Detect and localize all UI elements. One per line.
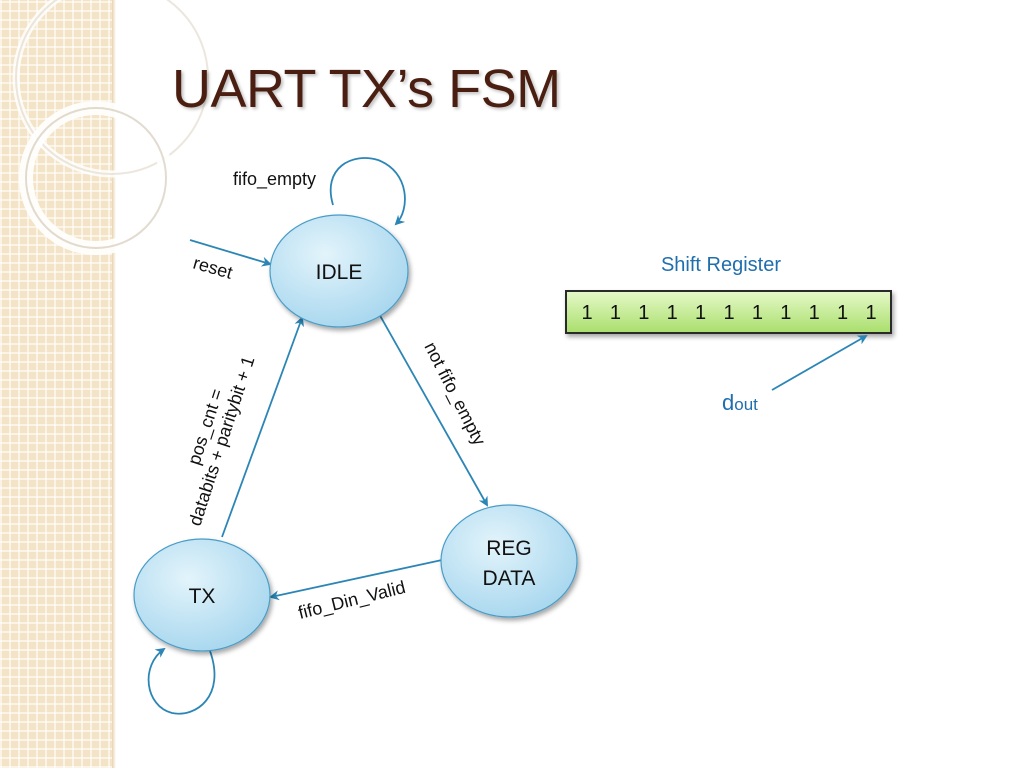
dout-label: dout: [722, 390, 758, 415]
state-reg-data-label-line2: DATA: [483, 567, 536, 590]
edge-reset: [189, 239, 272, 267]
edge-label-reset: reset: [191, 253, 235, 283]
shift-register-bit: 1: [638, 302, 649, 324]
edge-idle-to-reg-data: [377, 311, 488, 507]
dout-subscript: out: [734, 395, 758, 414]
shift-register-bit: 1: [667, 302, 678, 324]
shift-register-bit: 1: [809, 302, 820, 324]
shift-register-bit: 1: [865, 302, 876, 324]
state-idle-label: IDLE: [316, 261, 363, 284]
edge-label-not-fifo-empty: not fifo_empty: [420, 339, 490, 449]
edge-tx-self-loop: [147, 647, 216, 715]
state-reg-data-label-line1: REG: [486, 537, 532, 560]
edge-reg-data-to-tx: [269, 559, 443, 601]
shift-register-bit: 1: [695, 302, 706, 324]
shift-register-box: [565, 290, 892, 334]
edge-tx-to-idle: [221, 316, 304, 538]
shift-register-bit: 1: [581, 302, 592, 324]
state-tx-label: TX: [189, 585, 216, 608]
shift-register-bit: 1: [837, 302, 848, 324]
decorative-rings: [12, 0, 212, 255]
shift-register-bit: 1: [780, 302, 791, 324]
state-reg-data: [440, 504, 578, 618]
dout-main: d: [722, 390, 734, 415]
dout-arrow: [771, 335, 868, 391]
edge-idle-self-loop: [329, 157, 406, 226]
shift-register-bit: 1: [752, 302, 763, 324]
shift-register-title: Shift Register: [661, 254, 781, 276]
state-idle: [269, 214, 409, 328]
slide-title: UART TX’s FSM: [172, 59, 561, 119]
shift-register-bit: 1: [723, 302, 734, 324]
shift-register-bit: 1: [610, 302, 621, 324]
edge-label-fifo-empty: fifo_empty: [233, 169, 316, 190]
edge-label-fifo-din-valid: fifo_Din_Valid: [296, 577, 408, 624]
sidebar-divider: [112, 0, 116, 768]
state-tx: [133, 538, 271, 652]
